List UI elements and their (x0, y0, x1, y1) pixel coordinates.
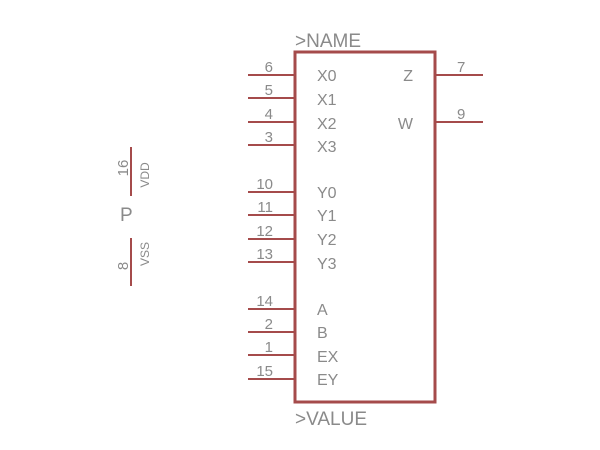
pin-number: 1 (265, 339, 273, 356)
value-label: >VALUE (295, 409, 367, 430)
pin-number: 9 (457, 106, 465, 123)
pin-name: Z (403, 68, 413, 85)
pin-name: Y2 (317, 232, 337, 249)
power-pin-vdd[interactable]: 16 VDD (115, 147, 152, 196)
power-pin-vss[interactable]: 8 VSS (115, 238, 152, 286)
pin-name: EY (317, 372, 339, 389)
left-pin[interactable]: 13 Y3 (248, 246, 337, 273)
left-pin[interactable]: 14 A (248, 293, 328, 319)
pin-name: Y0 (317, 185, 337, 202)
left-pin[interactable]: 11 Y1 (248, 199, 337, 225)
left-pin[interactable]: 10 Y0 (248, 176, 337, 202)
power-gate[interactable]: P 16 VDD 8 VSS (115, 147, 152, 286)
pin-name: VDD (138, 162, 152, 188)
pin-number: 12 (256, 223, 273, 240)
pin-number: 14 (256, 293, 273, 310)
pin-number: 15 (256, 363, 273, 380)
left-pin[interactable]: 2 B (248, 316, 328, 342)
pin-name: X2 (317, 116, 337, 133)
power-gate-label: P (120, 205, 133, 226)
pin-name: Y3 (317, 256, 337, 273)
pin-name: X1 (317, 92, 337, 109)
left-pin[interactable]: 3 X3 (248, 129, 337, 156)
pin-number: 5 (265, 82, 273, 99)
pin-name: VSS (138, 242, 152, 266)
left-pin[interactable]: 12 Y2 (248, 223, 337, 249)
pin-number: 4 (265, 106, 273, 123)
pin-name: B (317, 325, 328, 342)
pin-name: EX (317, 349, 339, 366)
right-pin[interactable]: 7 Z (403, 59, 483, 85)
pin-name: A (317, 302, 328, 319)
left-pin[interactable]: 1 EX (248, 339, 339, 366)
pin-number: 11 (257, 199, 273, 216)
pin-number: 13 (256, 246, 273, 263)
left-pin[interactable]: 4 X2 (248, 106, 337, 133)
name-label: >NAME (295, 31, 361, 52)
pin-name: Y1 (317, 208, 337, 225)
pin-number: 8 (115, 262, 132, 270)
pin-number: 10 (256, 176, 273, 193)
pin-number: 3 (265, 129, 273, 146)
left-pin[interactable]: 15 EY (248, 363, 339, 389)
pin-number: 7 (457, 59, 465, 76)
pin-name: X3 (317, 139, 337, 156)
pin-number: 2 (265, 316, 273, 333)
pin-name: W (398, 116, 414, 133)
left-pin[interactable]: 5 X1 (248, 82, 337, 109)
right-pin[interactable]: 9 W (398, 106, 483, 133)
component-body[interactable] (293, 50, 437, 404)
pin-number: 16 (115, 160, 132, 177)
pin-name: X0 (317, 68, 337, 85)
left-pin[interactable]: 6 X0 (248, 59, 337, 85)
pin-number: 6 (265, 59, 273, 76)
